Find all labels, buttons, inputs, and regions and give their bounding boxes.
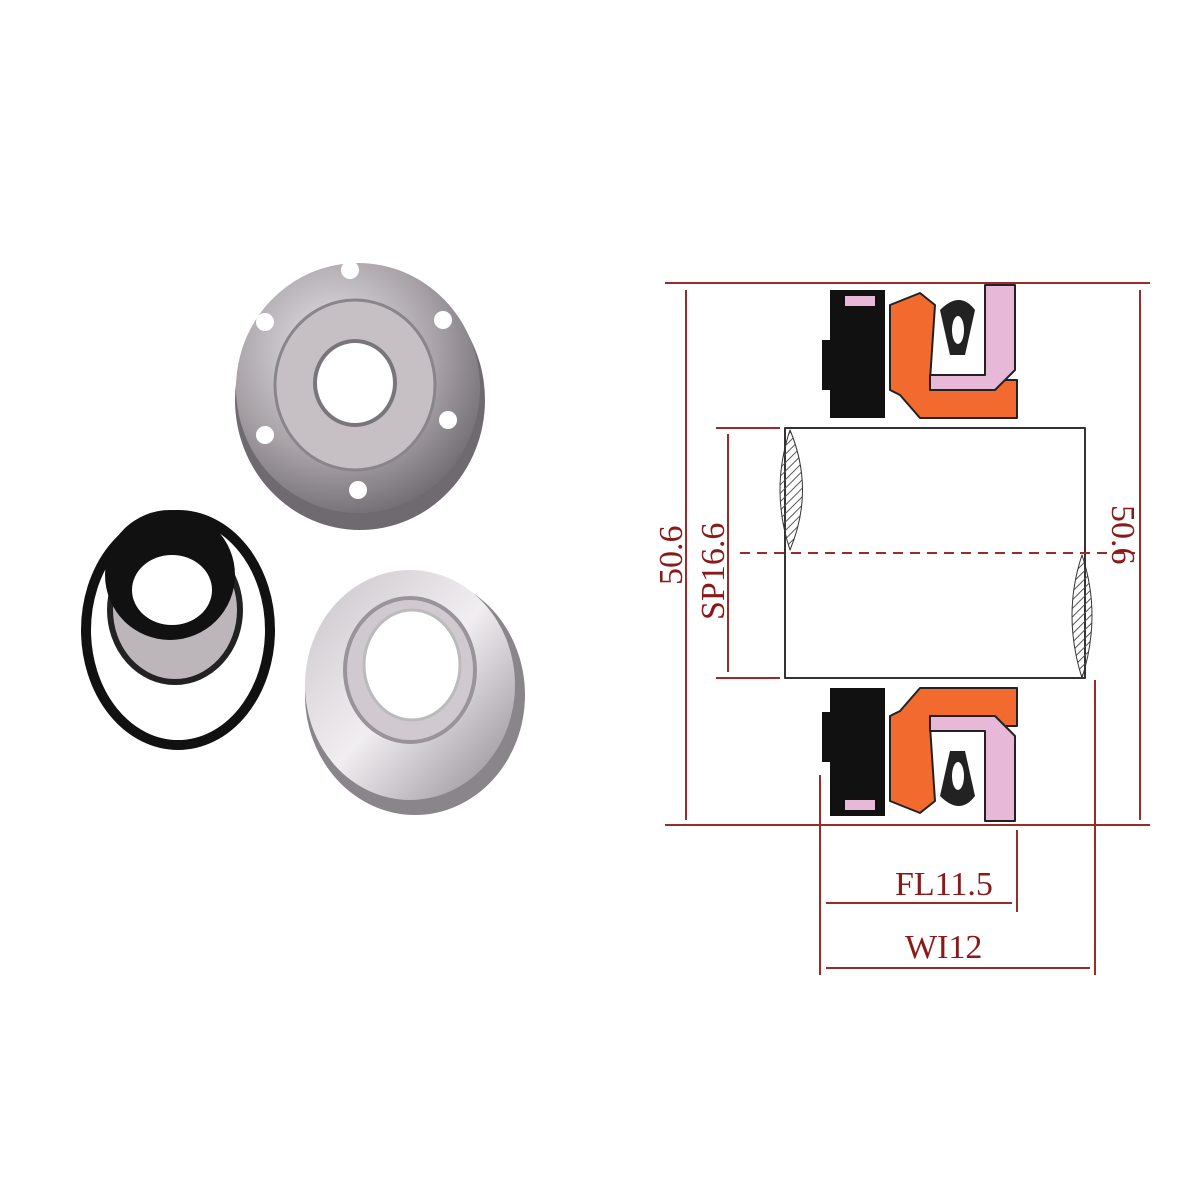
wl-length-label: WI12 <box>905 929 982 966</box>
top-seal <box>822 284 1018 419</box>
shaft-diameter-label: SP16.6 <box>695 523 732 620</box>
outer-diameter-right-label: 50.6 <box>1104 505 1141 565</box>
bottom-seal <box>822 687 1018 822</box>
outer-diameter-left-label: 50.6 <box>653 526 690 586</box>
seal-cross-section: 50.6 SP16.6 50.6 FL11.5 WI12 <box>653 282 1150 975</box>
flange-photo <box>235 261 485 530</box>
fl-length-label: FL11.5 <box>895 866 993 903</box>
gasket-photo <box>81 510 275 750</box>
stationary-ring-photo <box>305 570 525 815</box>
dimension-lines <box>665 282 1150 975</box>
